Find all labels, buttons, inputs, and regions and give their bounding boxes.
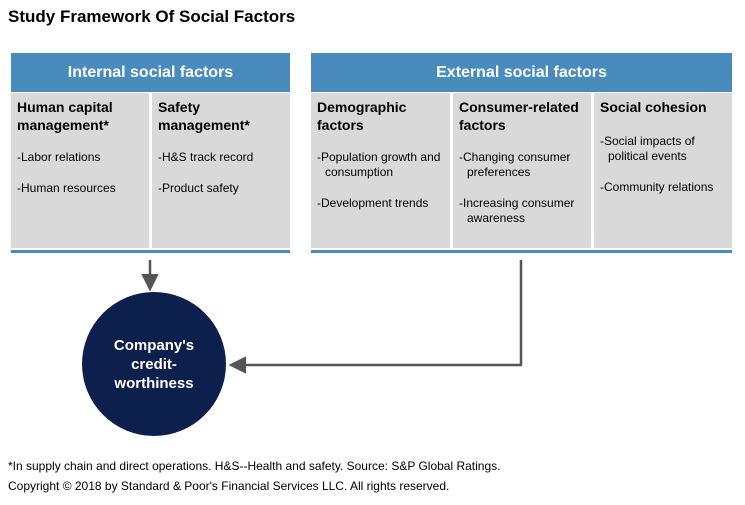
internal-col-safety: Safety management* -H&S track record -Pr… [152,93,290,248]
col-heading: Safety management* [158,99,250,133]
external-to-outcome-arrow [228,260,523,374]
internal-col-human-capital: Human capital management* -Labor relatio… [11,93,149,248]
col-heading: Consumer-related factors [459,99,579,133]
list-item: -Human resources [17,181,116,195]
internal-header: Internal social factors [11,53,290,92]
external-col-consumer: Consumer-related factors -Changing consu… [453,93,591,248]
col-heading: Human capital management* [17,99,113,133]
list-item: -Social impacts of political events [600,134,695,163]
external-col-demographic: Demographic factors -Population growth a… [311,93,450,248]
internal-divider [11,250,290,253]
list-item: -Changing consumer preferences [459,150,571,179]
footnote: *In supply chain and direct operations. … [8,459,501,473]
page-title: Study Framework Of Social Factors [8,7,296,26]
list-item: -H&S track record [158,150,254,164]
external-divider [311,250,732,253]
external-header: External social factors [311,53,732,92]
list-item: -Development trends [317,196,429,210]
copyright: Copyright © 2018 by Standard & Poor's Fi… [8,479,450,493]
list-item: -Product safety [158,181,239,195]
col-heading: Demographic factors [317,99,407,133]
list-item: -Increasing consumer awareness [459,196,575,225]
list-item: -Labor relations [17,150,101,164]
col-heading: Social cohesion [600,99,707,115]
list-item: -Population growth and consumption [317,150,441,179]
outcome-label: Company's credit-worthiness [113,336,195,392]
list-item: -Community relations [600,180,714,194]
external-col-social-cohesion: Social cohesion -Social impacts of polit… [594,93,732,248]
creditworthiness-circle: Company's credit-worthiness [82,292,226,436]
